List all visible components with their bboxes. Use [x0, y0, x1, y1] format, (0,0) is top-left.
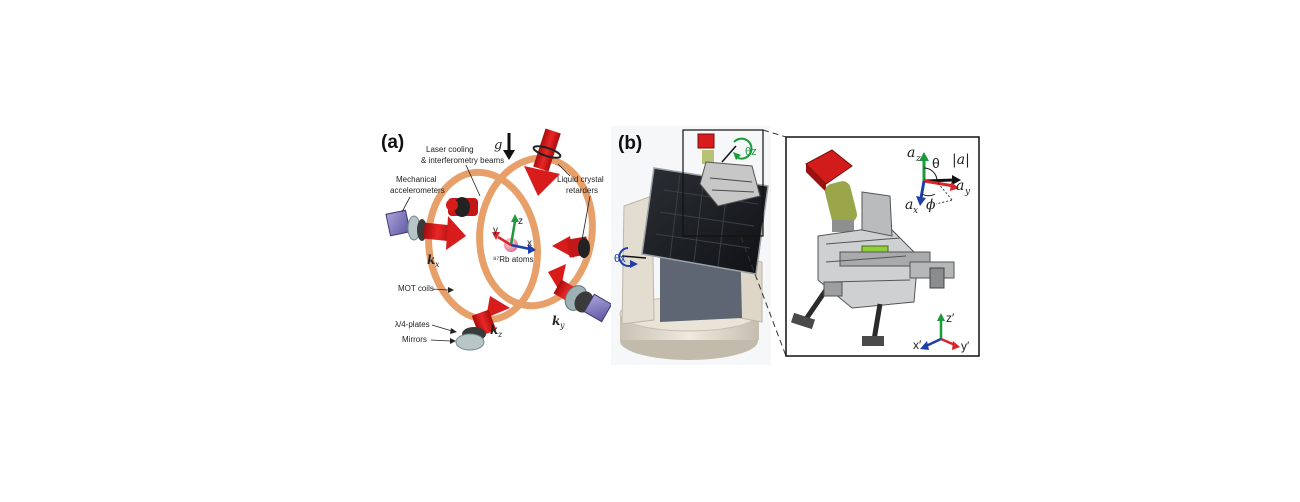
kx-label: k — [427, 253, 435, 267]
sensor-tube — [702, 150, 714, 164]
az-label: a — [907, 145, 915, 161]
axis-z-arrow — [509, 220, 517, 246]
retarders-line1: Liquid crystal — [557, 175, 604, 184]
mot-coil-left — [425, 168, 541, 324]
gravity-arrowhead — [503, 150, 515, 160]
acceleration-axes — [916, 152, 961, 206]
laser-beams-line1: Laser cooling — [426, 145, 474, 154]
panel-b-tag: (b) — [618, 133, 642, 154]
beam-right-mid — [552, 236, 590, 258]
beam-kx — [385, 209, 466, 250]
beam-top — [524, 128, 562, 196]
sensor-red-block — [697, 133, 715, 149]
theta-z-rotation-arrow — [733, 137, 753, 160]
ay-subscript: y — [964, 187, 971, 197]
x-prime-label: x′ — [913, 338, 922, 352]
accelerometers-line2: accelerometers — [390, 186, 445, 195]
plates-label: λ/4-plates — [395, 320, 430, 329]
y-prime-label: y′ — [961, 339, 970, 353]
retarders-leader-bottom — [581, 195, 591, 241]
axis-y-arrow — [497, 235, 512, 247]
axis-x-arrow — [510, 243, 531, 251]
beam-left-upper — [446, 197, 478, 217]
az-subscript: z — [915, 154, 921, 164]
ax-subscript: x — [913, 206, 918, 216]
axis-z-label: z — [518, 216, 523, 227]
sensor-head — [699, 161, 761, 207]
panel-b: (b) θz θ — [611, 126, 980, 365]
zoom-region — [682, 129, 764, 237]
ay-label: a — [956, 178, 964, 194]
gravity-label: g — [494, 138, 502, 153]
lab-frame-axes — [920, 313, 960, 350]
ky-label: k — [552, 314, 560, 328]
beam-kz — [455, 296, 510, 351]
theta-z-label: θz — [745, 146, 757, 158]
laser-beams-line2: & interferometry beams — [421, 156, 504, 165]
mirrors-label: Mirrors — [402, 335, 427, 344]
theta-label: θ — [932, 155, 940, 171]
mot-coils-label: MOT coils — [398, 284, 434, 293]
ax-label: a — [905, 197, 913, 213]
zoom-line-top — [762, 129, 787, 138]
kz-subscript: z — [497, 330, 503, 339]
theta-x-label: θx — [614, 253, 626, 265]
kz-label: k — [490, 323, 498, 337]
phi-label: ϕ — [926, 197, 936, 213]
retarders-line2: retarders — [566, 186, 598, 195]
accelerometers-line1: Mechanical — [396, 175, 437, 184]
z-prime-label: z′ — [946, 311, 955, 325]
ky-subscript: y — [559, 321, 565, 330]
panel-a: (a) — [381, 128, 613, 351]
panel-a-tag: (a) — [381, 132, 404, 153]
zoom-line-bottom — [740, 236, 787, 357]
kx-subscript: x — [435, 260, 440, 269]
laser-leader — [465, 164, 481, 197]
rb-atoms-label: ⁸⁷Rb atoms — [493, 255, 534, 264]
beam-ky — [548, 264, 613, 323]
axis-x-label: x — [527, 238, 532, 249]
inset-instrument — [790, 149, 955, 346]
a-magnitude-label: |a| — [952, 152, 970, 168]
accelerometers-leader — [401, 196, 411, 213]
retarders-leader-top — [557, 163, 571, 177]
axis-y-label: y — [493, 225, 498, 236]
